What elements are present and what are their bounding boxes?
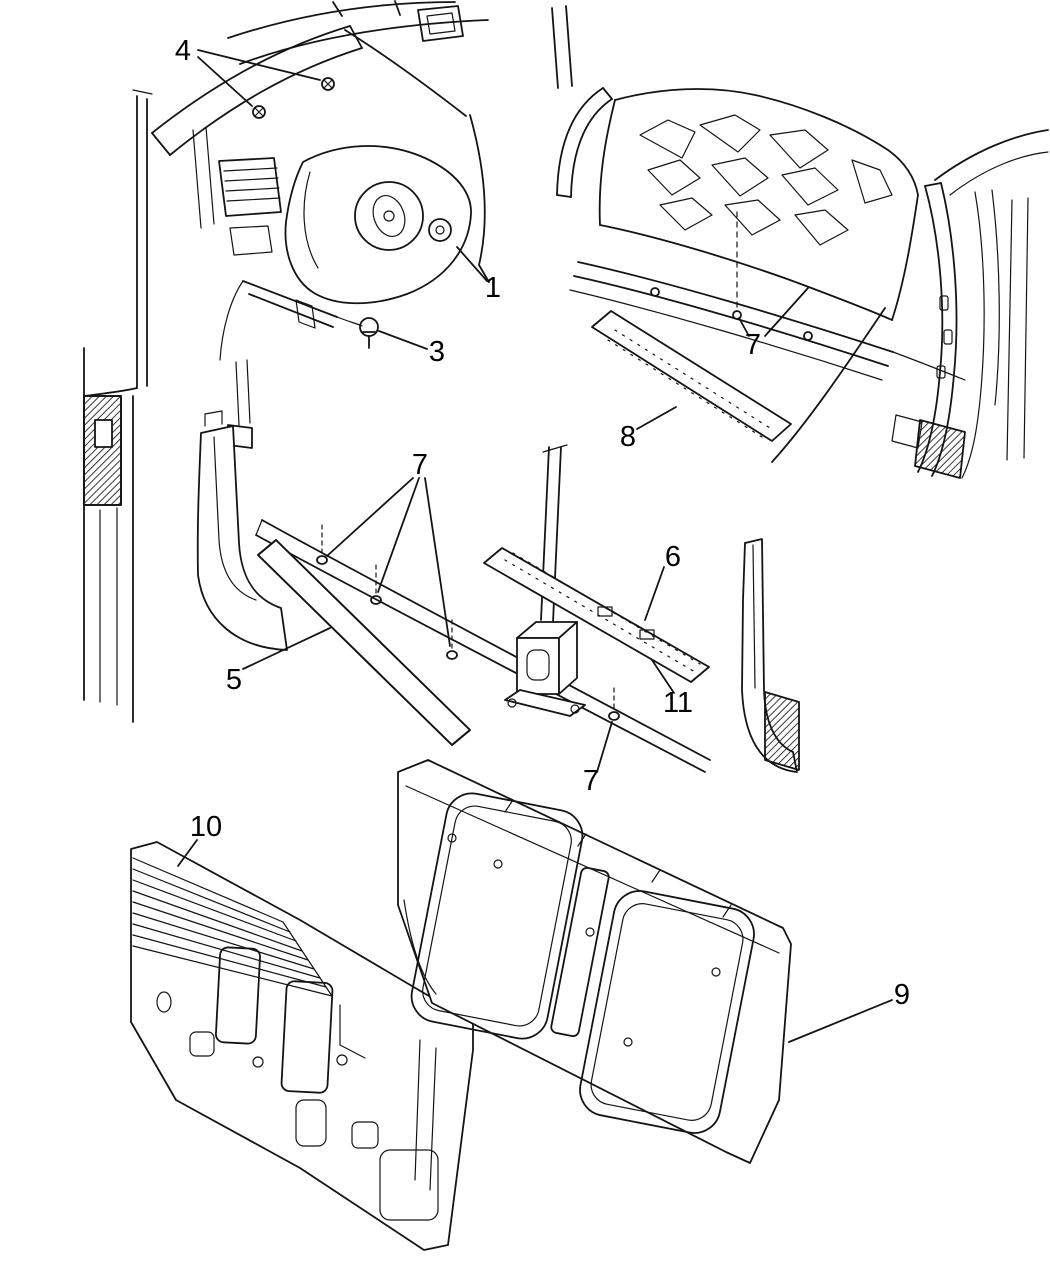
callout-7-top-right: 7 [745, 329, 761, 361]
center-belt-strip [550, 867, 610, 1037]
callout-7-lower: 7 [583, 765, 599, 797]
screw-fasteners-part4 [252, 77, 335, 119]
front-door-sill-plate-part8-drawing [591, 310, 792, 442]
seat-back-recess-right [579, 890, 755, 1134]
callout-4: 4 [175, 35, 191, 67]
retainer-clips-part7-middle [316, 524, 458, 660]
front-scuff-plate-part5-drawing [257, 539, 471, 746]
screw-icon [252, 105, 266, 119]
retainer-clip-part7-lower [608, 687, 620, 721]
cab-back-trim-panel-part9-drawing [397, 759, 792, 1164]
callout-3: 3 [429, 336, 445, 368]
callout-leaders [177, 49, 893, 1043]
callout-11: 11 [663, 687, 693, 719]
callout-labels: 4 1 3 7 8 7 5 6 11 7 10 9 [175, 35, 910, 1011]
a-pillar-cowl-structure-drawing [83, 0, 490, 723]
b-pillar-lower-trim [196, 425, 288, 651]
frame-hatched-section [83, 395, 122, 506]
callout-1: 1 [485, 272, 501, 304]
seat-back-recess-left [410, 792, 584, 1040]
center-bracket-drawing [504, 621, 586, 717]
push-pin-part3 [359, 317, 379, 349]
callout-6: 6 [665, 541, 681, 573]
push-pin-icon [359, 317, 379, 337]
callout-9: 9 [894, 979, 910, 1011]
screw-icon [321, 77, 335, 91]
cowl-trim-panel-part1-drawing [242, 145, 472, 329]
callout-8: 8 [620, 421, 636, 453]
callout-10: 10 [190, 811, 222, 843]
callout-7-middle: 7 [412, 449, 428, 481]
door-opening-structure-drawing [551, 5, 1049, 479]
callout-5: 5 [226, 664, 242, 696]
rocker-sill-structure-drawing [196, 410, 800, 773]
tweeter-hole [428, 218, 452, 242]
rear-scuff-plate-part6-drawing [483, 547, 710, 683]
cab-back-lower-panel-part10-drawing [130, 841, 474, 1251]
speaker-hole [354, 181, 424, 251]
